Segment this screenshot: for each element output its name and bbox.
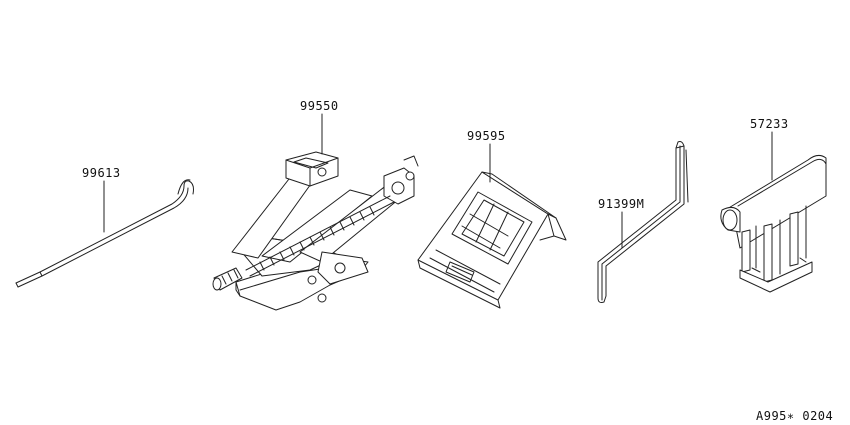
part-number-99613: 99613 [82,166,121,180]
part-number-99595: 99595 [467,129,506,143]
jack-bracket-icon [720,154,827,293]
part-number-91399M: 91399M [598,197,644,211]
part-number-57233: 57233 [750,117,789,131]
scissor-jack-icon [212,151,419,311]
wheel-chock-icon [417,171,567,309]
part-number-99550: 99550 [300,99,339,113]
hex-wrench-icon [597,141,689,303]
jack-handle-rod-icon [15,179,194,288]
diagram-code: A995∗ 0204 [756,409,833,423]
